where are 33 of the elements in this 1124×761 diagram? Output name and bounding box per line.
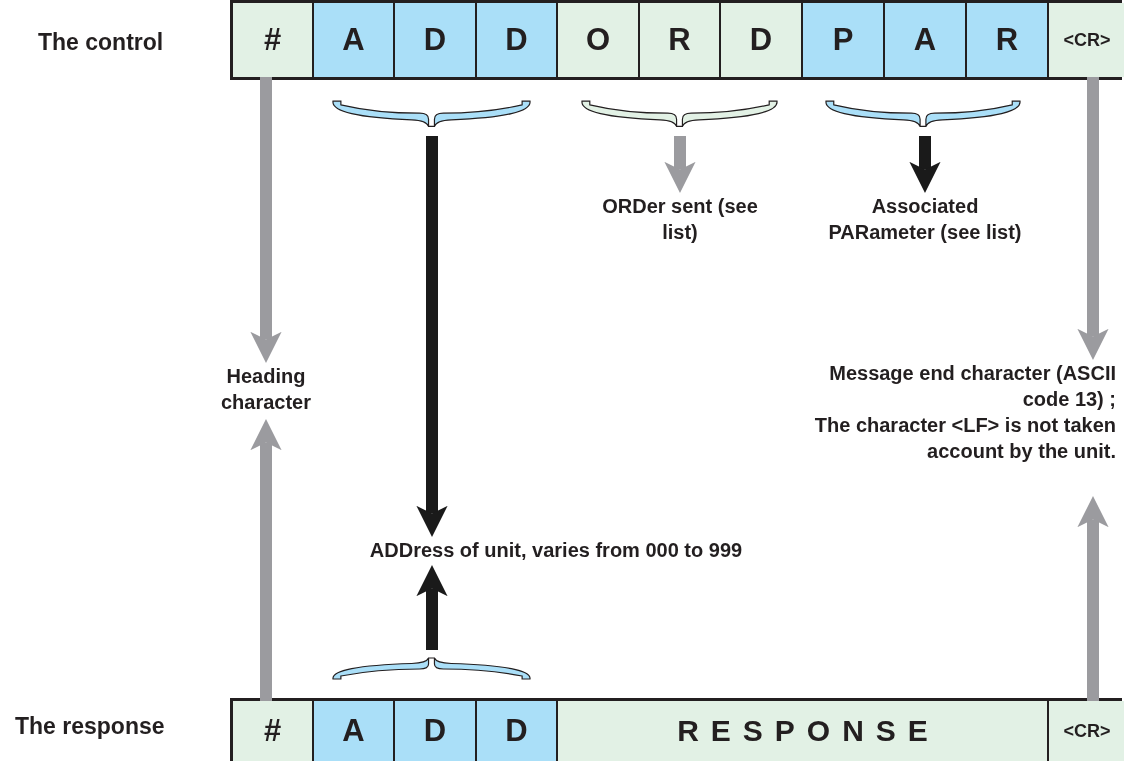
message-character-cell: <CR> <box>1049 701 1124 761</box>
message-character-cell: D <box>721 3 803 77</box>
message-character-cell: # <box>233 3 314 77</box>
message-character-cell: D <box>395 701 477 761</box>
message-character-cell: RESPONSE <box>558 701 1049 761</box>
message-character-cell: A <box>885 3 967 77</box>
message-character-cell: D <box>477 3 558 77</box>
message-character-cell: R <box>967 3 1049 77</box>
row-heading: The control <box>38 29 164 56</box>
row-heading: The response <box>15 713 165 740</box>
arrow <box>1077 77 1109 360</box>
message-character-cell: P <box>803 3 885 77</box>
message-character-cell: D <box>395 3 477 77</box>
message-character-cell: <CR> <box>1049 3 1124 77</box>
message-character-cell: R <box>640 3 721 77</box>
arrow <box>250 419 282 701</box>
message-character-cell: A <box>314 701 395 761</box>
annotation-text: Associated PARameter (see list) <box>827 194 1023 245</box>
arrow <box>250 77 282 363</box>
message-character-cell: A <box>314 3 395 77</box>
arrow <box>664 136 696 193</box>
annotation-text: Message end character (ASCII code 13) ; <box>828 361 1116 412</box>
message-character-cell: # <box>233 701 314 761</box>
annotation-text: The character <LF> is not taken account by the unit. <box>813 413 1116 464</box>
annotation-text: Heading character <box>219 364 313 415</box>
message-character-cell: D <box>477 701 558 761</box>
arrow <box>909 136 941 193</box>
message-character-cell: O <box>558 3 640 77</box>
arrow <box>1077 496 1109 701</box>
annotation-text: ADDress of unit, varies from 000 to 999 <box>368 538 744 563</box>
annotation-text: ORDer sent (see list) <box>601 194 759 245</box>
arrow <box>416 136 448 537</box>
arrow <box>416 565 448 650</box>
